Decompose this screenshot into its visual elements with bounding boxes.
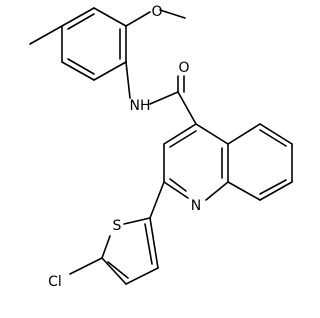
bond [169, 178, 187, 192]
amide-nh-label: NH [130, 98, 151, 114]
bond [67, 13, 95, 30]
bond [144, 223, 153, 265]
bond [125, 61, 131, 99]
bond [159, 9, 186, 19]
bond [227, 123, 261, 145]
bond [125, 11, 151, 27]
bond [169, 130, 197, 148]
quinoline-nitrogen-label: N [191, 198, 201, 214]
bond [101, 235, 111, 259]
chlorine-label: Cl [48, 274, 62, 290]
bond [149, 181, 165, 219]
bond [125, 267, 159, 285]
bond [163, 123, 197, 145]
bond [29, 25, 63, 45]
bond [163, 181, 189, 199]
bond [149, 217, 159, 269]
bond [61, 7, 95, 27]
bond [177, 91, 197, 125]
bonds [29, 7, 293, 285]
bond [101, 257, 127, 285]
bond [93, 7, 127, 27]
structure-diagram: O O NH N S Cl [29, 4, 293, 290]
bond [67, 58, 95, 75]
bond [195, 123, 229, 145]
carbonyl-oxygen-label: O [178, 60, 189, 76]
bond [107, 261, 129, 279]
bond [259, 181, 293, 201]
bond [93, 61, 127, 81]
bond [259, 179, 287, 195]
bond [227, 181, 261, 201]
bond [123, 217, 151, 225]
bond [205, 181, 229, 201]
atom-labels: O O NH N S Cl [48, 4, 201, 290]
bond [61, 61, 95, 81]
methoxy-oxygen-label: O [151, 4, 162, 20]
thiophene-sulfur-label: S [113, 218, 122, 234]
bond [69, 257, 103, 275]
bond [149, 91, 179, 105]
bond [259, 129, 287, 147]
bond [259, 123, 293, 145]
